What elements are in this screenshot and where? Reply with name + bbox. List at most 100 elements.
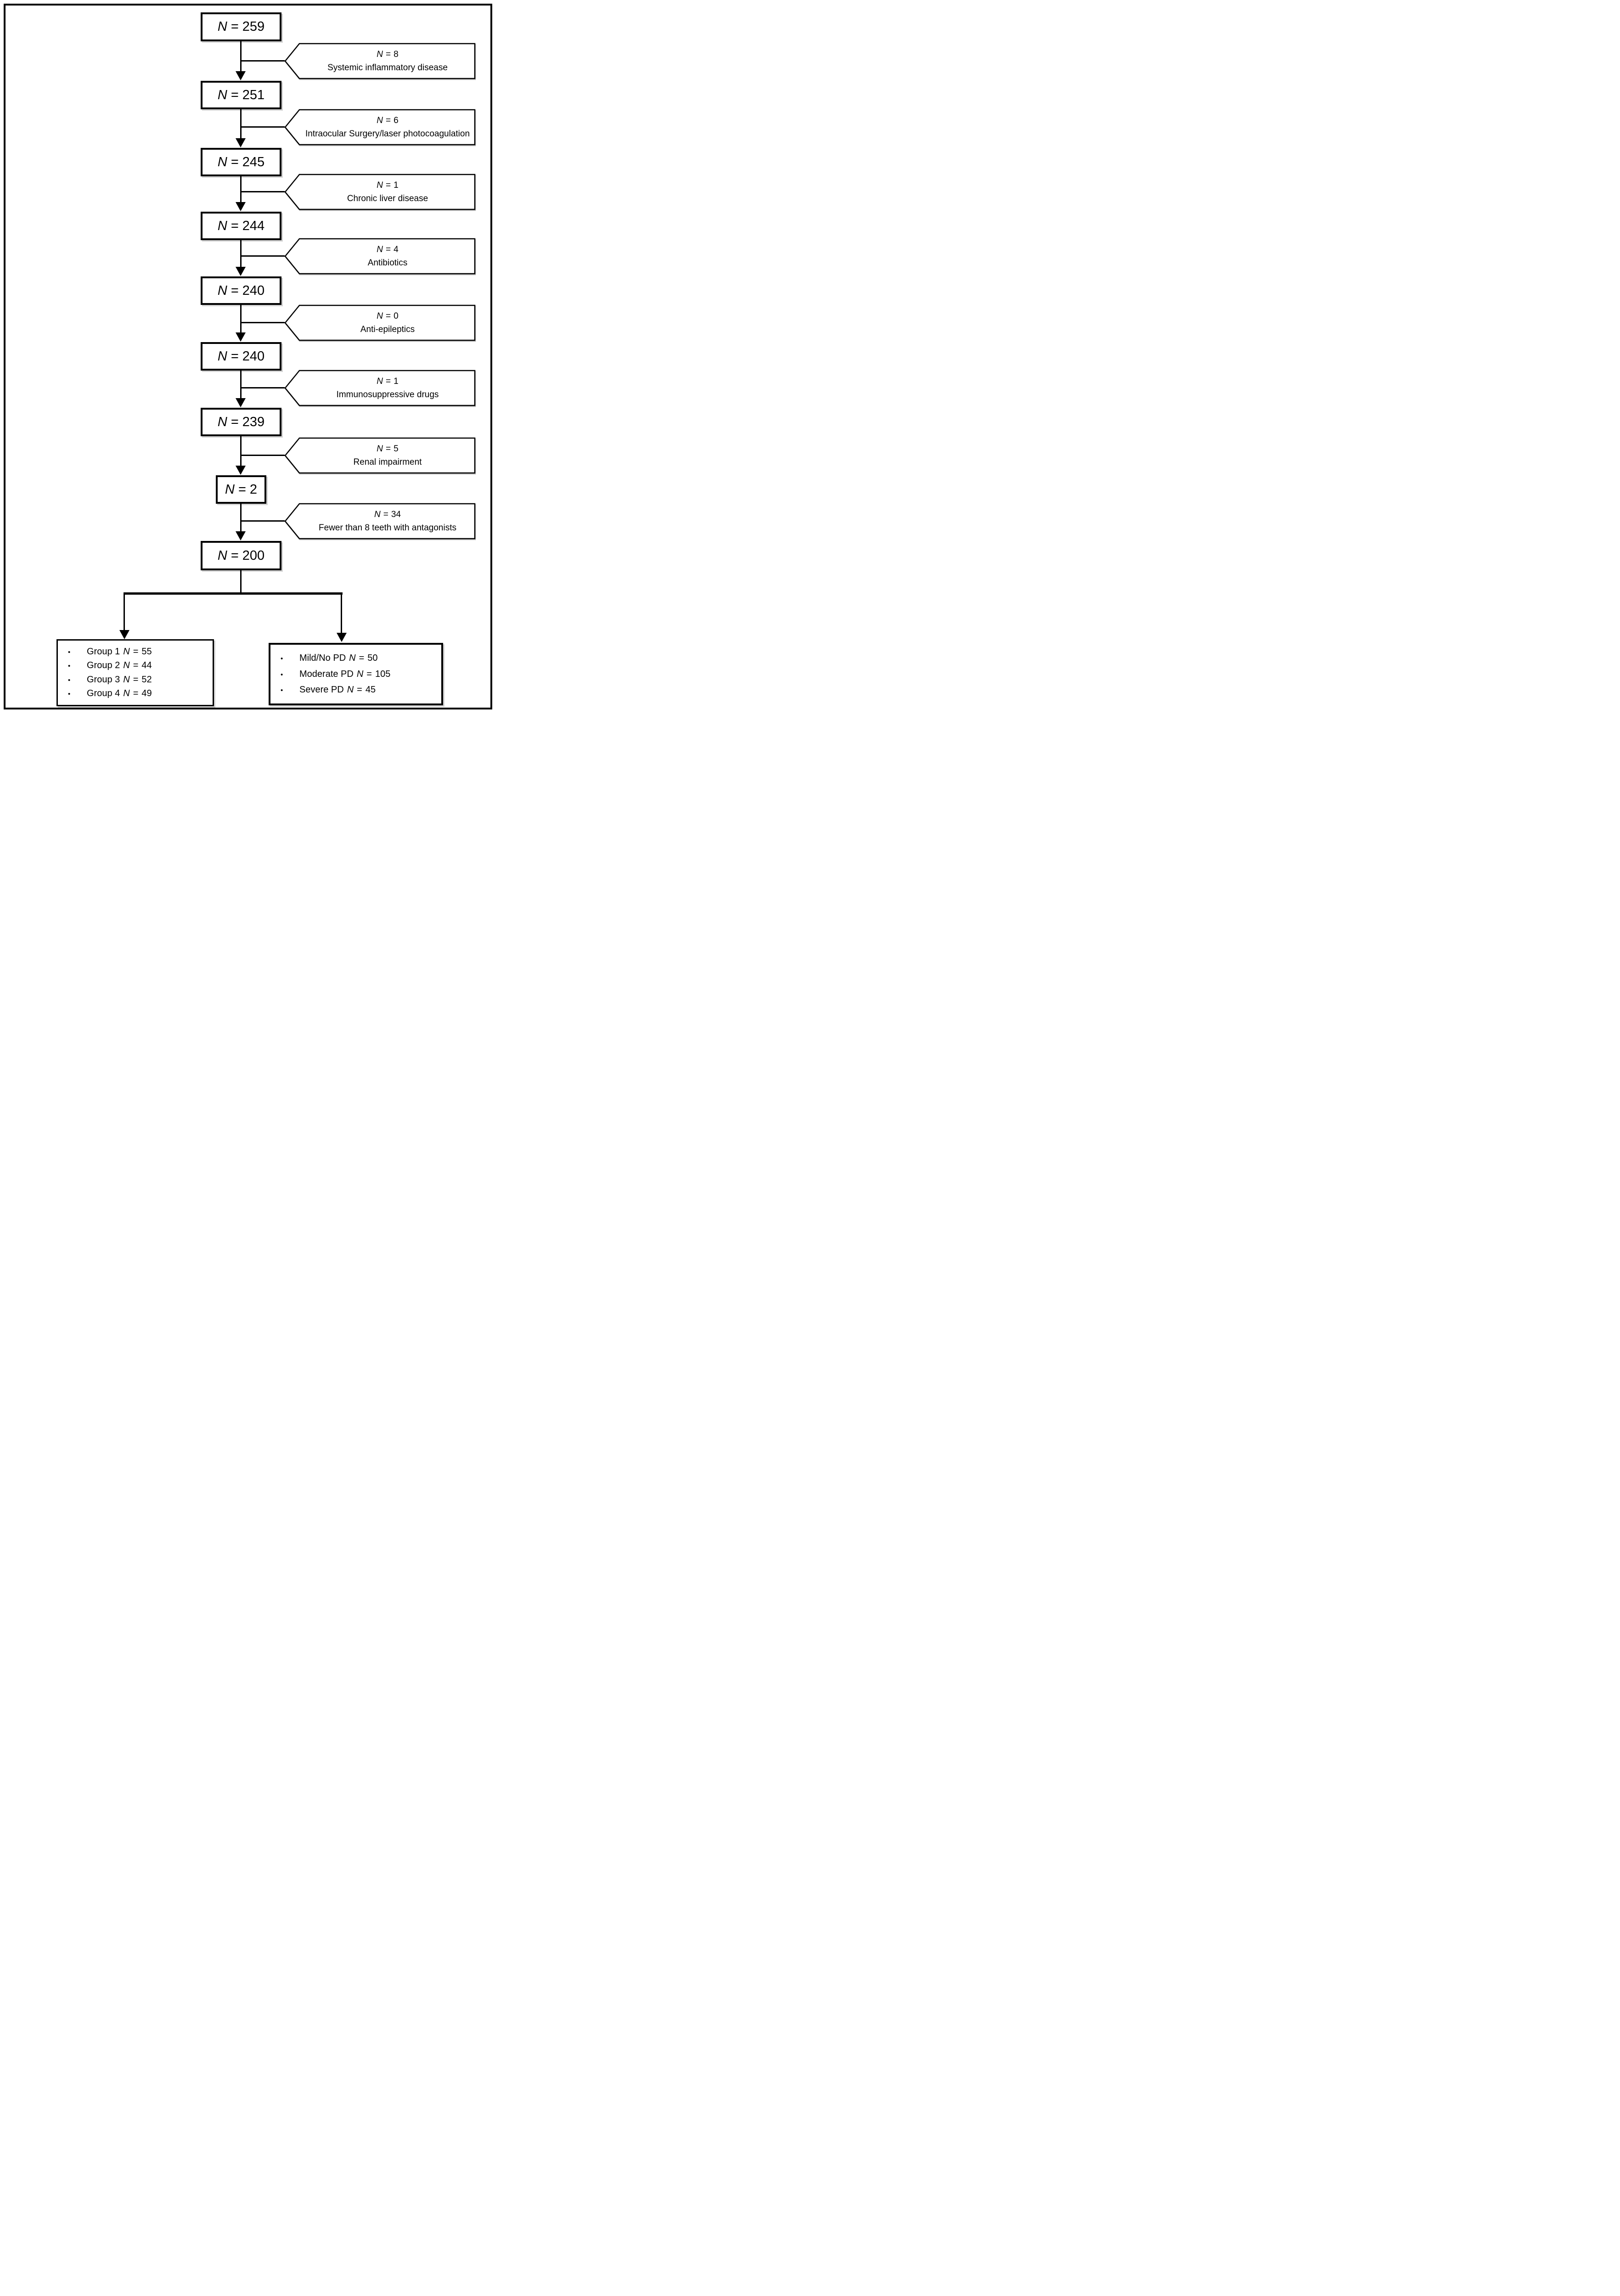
count-text: N=239 <box>218 415 264 430</box>
bullet-icon: • <box>68 662 71 670</box>
n-symbol: N <box>377 444 383 454</box>
exclusion-value: 1 <box>394 180 399 190</box>
exclusion-value: 34 <box>391 509 401 519</box>
count-box-4: N=244 <box>201 212 281 240</box>
connector-line <box>240 109 242 141</box>
equals-sign: = <box>231 19 239 34</box>
equals-sign: = <box>231 414 239 429</box>
n-symbol: N <box>377 115 383 125</box>
count-box-9: N=200 <box>201 541 281 570</box>
exclusion-callout-2: N=6 Intraocular Surgery/laser photocoagu… <box>285 109 476 146</box>
callout-content: N=1 Immunosuppressive drugs <box>300 370 475 406</box>
arrow-down-icon <box>236 332 246 342</box>
callout-connector-line <box>241 191 285 192</box>
connector-line <box>240 240 242 269</box>
count-box-1: N=259 <box>201 12 281 41</box>
equals-sign: = <box>386 115 391 125</box>
count-box-5: N=240 <box>201 276 281 305</box>
exclusion-value: 4 <box>394 244 399 254</box>
n-symbol: N <box>217 154 227 169</box>
exclusion-count: N=4 <box>377 244 398 255</box>
branch-left-line <box>124 592 125 631</box>
exclusion-reason: Chronic liver disease <box>347 193 428 203</box>
count-box-3: N =245 <box>201 148 281 176</box>
n-symbol: N <box>377 376 383 386</box>
callout-connector-line <box>241 255 285 257</box>
exclusion-reason: Systemic inflammatory disease <box>327 62 448 73</box>
bullet-icon: • <box>68 676 71 684</box>
callout-connector-line <box>241 520 285 522</box>
pd-label: Mild/No PD <box>299 653 346 663</box>
callout-content: N=8 Systemic inflammatory disease <box>300 43 475 79</box>
callout-pointer-shape <box>285 304 476 341</box>
pd-count: 105 <box>375 669 391 679</box>
n-symbol: N <box>217 548 227 563</box>
equals-sign: = <box>231 154 239 169</box>
exclusion-count: N=34 <box>374 509 401 520</box>
n-symbol: N <box>217 283 227 298</box>
callout-pointer-shape <box>285 43 476 79</box>
equals-sign: = <box>231 349 239 364</box>
group-label: Group 4 <box>87 688 120 698</box>
arrow-down-icon <box>119 630 129 639</box>
exclusion-reason: Fewer than 8 teeth with antagonists <box>319 523 456 533</box>
callout-connector-line <box>241 322 285 323</box>
count-value: 251 <box>242 87 265 102</box>
bullet-icon: • <box>281 687 283 695</box>
exclusion-value: 8 <box>394 49 399 59</box>
equals-sign: = <box>133 647 139 657</box>
arrow-down-icon <box>236 466 246 475</box>
exclusion-reason: Intraocular Surgery/laser photocoagulati… <box>305 129 470 139</box>
pd-label: Moderate PD <box>299 669 354 679</box>
group-count: 52 <box>141 674 152 685</box>
connector-line <box>240 305 242 335</box>
group-count: 55 <box>141 647 152 657</box>
bullet-icon: • <box>68 648 71 657</box>
equals-sign: = <box>386 376 391 386</box>
callout-content: N=34 Fewer than 8 teeth with antagonists <box>300 503 475 540</box>
exclusion-value: 5 <box>394 444 399 454</box>
group-count: 44 <box>141 660 152 671</box>
equals-sign: = <box>357 685 362 695</box>
connector-line <box>240 41 242 73</box>
exclusion-count: N=8 <box>377 49 398 60</box>
equals-sign: = <box>366 669 372 679</box>
count-text: N=240 <box>218 349 264 364</box>
n-symbol: N <box>349 653 356 663</box>
count-box-6: N=240 <box>201 342 281 371</box>
exclusion-reason: Immunosuppressive drugs <box>336 389 439 400</box>
branch-right-line <box>341 592 342 633</box>
count-value: 259 <box>242 19 265 34</box>
count-value: 245 <box>242 154 265 169</box>
exclusion-callout-7: N=5 Renal impairment <box>285 437 476 474</box>
equals-sign: = <box>386 444 391 454</box>
count-text: N=240 <box>218 283 264 298</box>
exclusion-callout-1: N=8 Systemic inflammatory disease <box>285 43 476 79</box>
arrow-down-icon <box>236 267 246 276</box>
arrow-down-icon <box>236 138 246 147</box>
arrow-down-icon <box>236 531 246 540</box>
equals-sign: = <box>386 49 391 59</box>
n-symbol: N <box>123 647 130 657</box>
count-value: 244 <box>242 218 265 233</box>
equals-sign: = <box>383 509 388 519</box>
count-value: 240 <box>242 283 265 298</box>
equals-sign: = <box>238 482 246 497</box>
exclusion-count: N=1 <box>377 376 398 387</box>
count-box-7: N=239 <box>201 408 281 436</box>
exclusion-reason: Antibiotics <box>367 258 408 268</box>
exclusion-count: N=0 <box>377 311 398 322</box>
callout-pointer-shape <box>285 503 476 540</box>
equals-sign: = <box>359 653 365 663</box>
group-count: 49 <box>141 688 152 698</box>
callout-pointer-shape <box>285 238 476 275</box>
n-symbol: N <box>217 414 227 429</box>
callout-content: N=4 Antibiotics <box>300 238 475 275</box>
count-text: N =245 <box>218 155 264 170</box>
count-value: 2 <box>249 482 258 497</box>
